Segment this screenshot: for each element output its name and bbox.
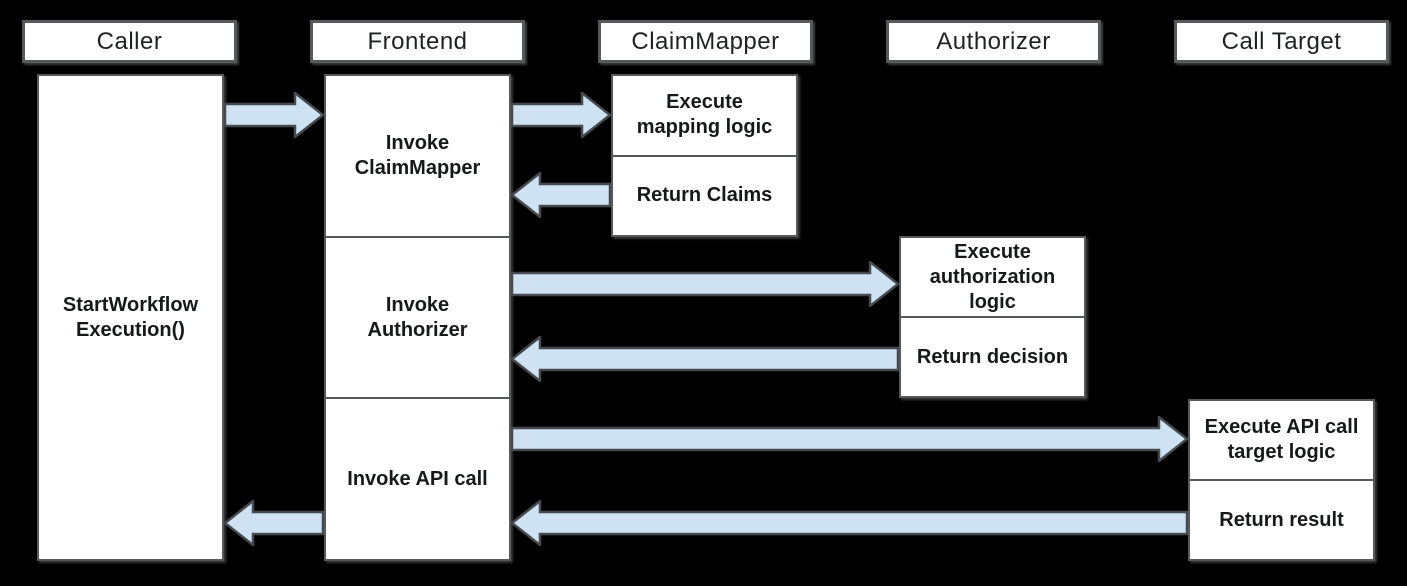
arrow-frontend-invokes-claimmapper: [511, 92, 611, 138]
activation-frontend: Invoke ClaimMapper Invoke Authorizer Inv…: [324, 74, 511, 561]
activation-authorizer: Execute authorization logic Return decis…: [899, 236, 1086, 398]
label-return-result: Return result: [1190, 479, 1373, 559]
column-header-claimmapper: ClaimMapper: [598, 20, 813, 63]
label-invoke-api-call: Invoke API call: [326, 397, 509, 559]
activation-calltarget: Execute API call target logic Return res…: [1188, 399, 1375, 561]
label-invoke-claimmapper: Invoke ClaimMapper: [354, 131, 481, 179]
arrow-claimmapper-returns-claims: [511, 172, 611, 218]
arrow-calltarget-returns-result: [511, 500, 1188, 546]
arrow-authorizer-returns-decision: [511, 336, 899, 382]
column-header-calltarget: Call Target: [1174, 20, 1389, 63]
label-startworkflow-execution: StartWorkflow Execution(): [62, 293, 199, 341]
activation-claimmapper: Execute mapping logic Return Claims: [611, 74, 798, 237]
arrow-frontend-invokes-authorizer: [511, 261, 899, 307]
label-return-decision: Return decision: [901, 316, 1084, 396]
column-header-caller: Caller: [22, 20, 237, 63]
arrow-frontend-invokes-calltarget: [511, 416, 1188, 462]
label-execute-api-call-target-logic: Execute API call target logic: [1204, 416, 1359, 463]
arrow-caller-invokes-frontend: [224, 92, 324, 138]
column-header-authorizer: Authorizer: [886, 20, 1101, 63]
column-header-frontend: Frontend: [310, 20, 525, 63]
label-execute-mapping-logic: Execute mapping logic: [636, 91, 773, 139]
label-invoke-authorizer: Invoke Authorizer: [326, 235, 509, 398]
label-execute-authorization-logic: Execute authorization logic: [929, 240, 1056, 313]
arrow-frontend-returns-to-caller: [224, 500, 324, 546]
activation-caller: StartWorkflow Execution(): [37, 74, 224, 561]
label-return-claims: Return Claims: [613, 154, 796, 236]
